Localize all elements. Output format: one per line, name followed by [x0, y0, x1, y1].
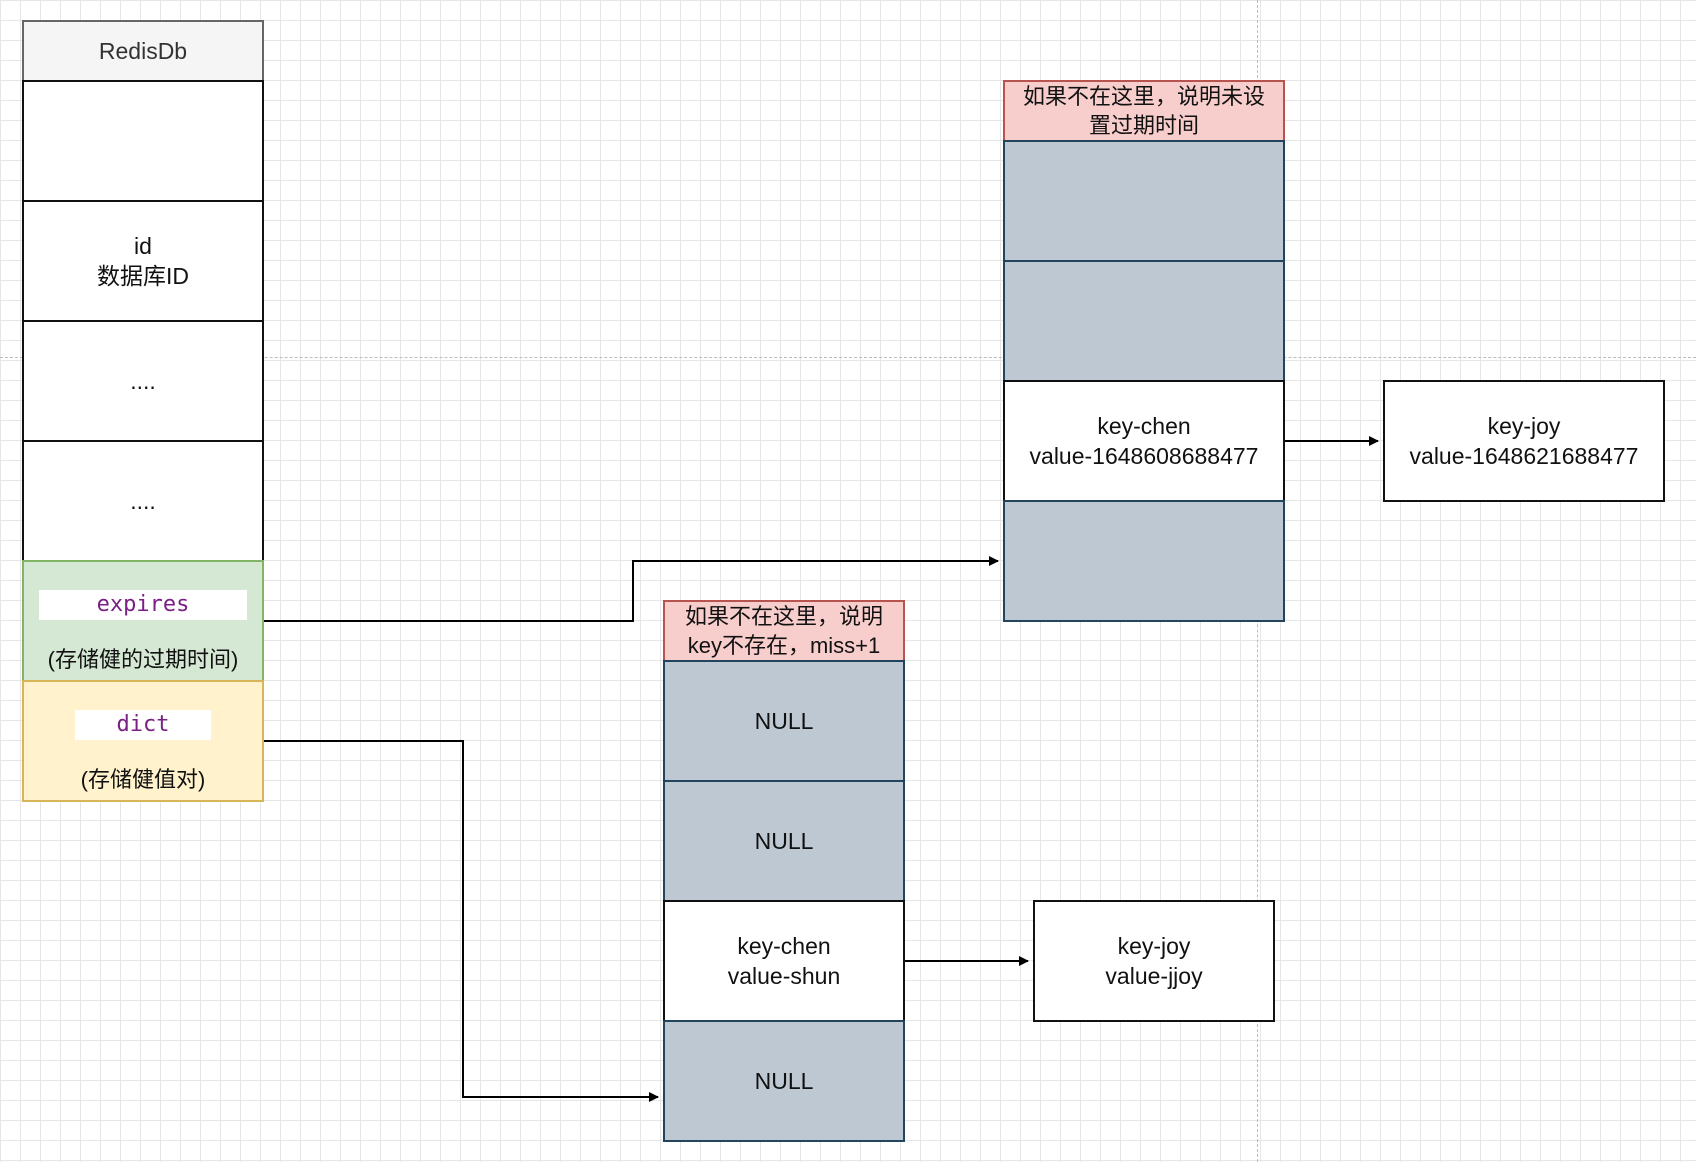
redisdb-title: RedisDb: [98, 38, 188, 64]
expires-next-entry-key-joy[interactable]: key-joy value-1648621688477: [1383, 380, 1665, 502]
dict-entry-key-chen[interactable]: key-chen value-shun: [663, 900, 905, 1022]
dict-entry-value: value-shun: [727, 963, 841, 989]
guide-line-horizontal: [0, 357, 1696, 358]
expires-next-key: key-joy: [1487, 413, 1561, 439]
dict-next-entry-key-joy[interactable]: key-joy value-jjoy: [1033, 900, 1275, 1022]
expires-entry-value: value-1648608688477: [1029, 443, 1259, 469]
expires-table-note[interactable]: 如果不在这里，说明未设 置过期时间: [1003, 80, 1285, 142]
expires-next-value: value-1648621688477: [1409, 443, 1639, 469]
dict-note-line-1: 如果不在这里，说明: [684, 604, 883, 629]
expires-slot-4[interactable]: [1003, 500, 1285, 622]
dict-note-line-2: key不存在，miss+1: [687, 633, 881, 658]
dict-slot-null-3[interactable]: NULL: [663, 1020, 905, 1142]
redisdb-dots-1: ....: [130, 368, 156, 394]
expires-entry-key-chen[interactable]: key-chen value-1648608688477: [1003, 380, 1285, 502]
dict-entry-key: key-chen: [737, 933, 831, 959]
dict-field-name: dict: [75, 710, 211, 740]
dict-next-value: value-jjoy: [1105, 963, 1203, 989]
redisdb-empty-cell[interactable]: [22, 80, 264, 202]
dict-null-label-3: NULL: [754, 1068, 814, 1094]
redisdb-dots-cell-1[interactable]: ....: [22, 320, 264, 442]
redisdb-dots-cell-2[interactable]: ....: [22, 440, 264, 562]
redisdb-expires-cell[interactable]: expires (存储健的过期时间): [22, 560, 264, 682]
dict-slot-null-1[interactable]: NULL: [663, 660, 905, 782]
expires-slot-2[interactable]: [1003, 260, 1285, 382]
expires-entry-key: key-chen: [1097, 413, 1191, 439]
redisdb-dict-cell[interactable]: dict (存储健值对): [22, 680, 264, 802]
redisdb-dots-2: ....: [130, 488, 156, 514]
redisdb-id-cell[interactable]: id 数据库ID: [22, 200, 264, 322]
expires-field-desc: (存储健的过期时间): [47, 647, 239, 672]
dict-to-dict-table-connector: [264, 740, 659, 1102]
redisdb-id-label: id: [134, 233, 152, 259]
redisdb-header[interactable]: RedisDb: [22, 20, 264, 82]
dict-next-key: key-joy: [1117, 933, 1191, 959]
dict-null-label-2: NULL: [754, 828, 814, 854]
expires-note-line-2: 置过期时间: [1088, 113, 1199, 138]
dict-slot-null-2[interactable]: NULL: [663, 780, 905, 902]
dict-field-desc: (存储健值对): [80, 767, 206, 792]
dict-null-label-1: NULL: [754, 708, 814, 734]
expires-slot-1[interactable]: [1003, 140, 1285, 262]
dict-table-note[interactable]: 如果不在这里，说明 key不存在，miss+1: [663, 600, 905, 662]
expires-note-line-1: 如果不在这里，说明未设: [1022, 84, 1265, 109]
redisdb-id-desc: 数据库ID: [97, 263, 189, 289]
expires-field-name: expires: [39, 590, 247, 620]
